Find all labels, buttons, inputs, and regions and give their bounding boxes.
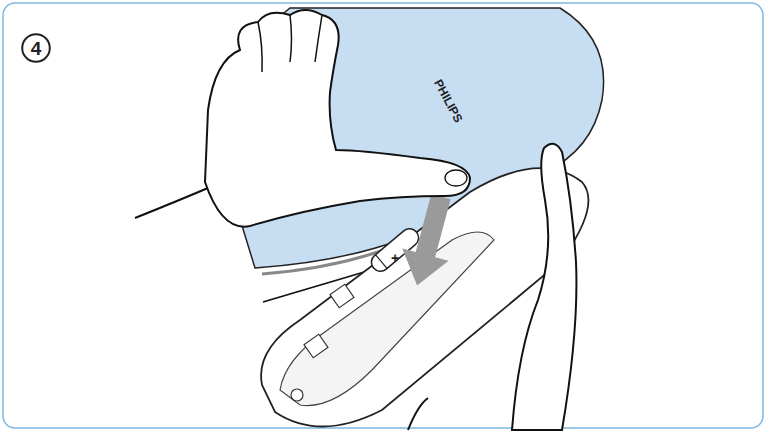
arm-line [135, 185, 215, 218]
polarity-mark: + [391, 251, 399, 265]
right-hand [512, 144, 576, 430]
battery-contact [330, 284, 354, 307]
step-number: 4 [21, 33, 51, 63]
frame [3, 3, 763, 428]
screw-hole [291, 389, 303, 401]
arm-line [408, 398, 428, 430]
thumbnail [445, 170, 467, 186]
left-hand [205, 10, 470, 227]
finger-lines [258, 15, 322, 72]
callout-number: 4 [31, 39, 42, 58]
battery-contact [304, 334, 328, 357]
insert-arrow [394, 190, 464, 291]
